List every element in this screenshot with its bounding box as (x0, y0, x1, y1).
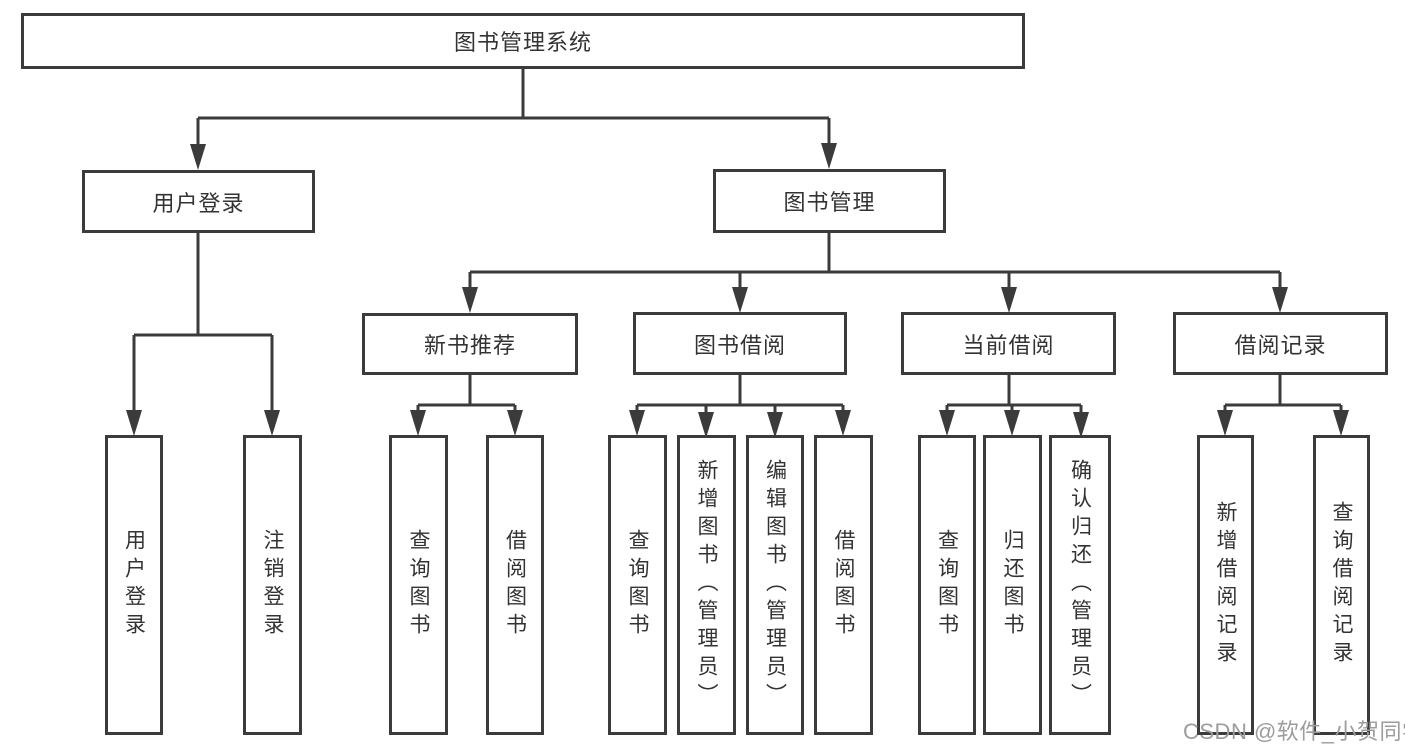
leaf-records-query-borrow-record: 查询借阅记录 (1313, 435, 1370, 735)
leaf-current-return-books: 归还图书 (983, 435, 1042, 735)
node-library-management-system: 图书管理系统 (21, 13, 1025, 69)
node-borrowing-records: 借阅记录 (1173, 312, 1388, 375)
leaf-current-query-books: 查询图书 (918, 435, 976, 735)
leaf-borrowing-edit-books-admin: 编辑图书（管理员） (746, 435, 804, 735)
node-new-book-recommendation: 新书推荐 (362, 313, 578, 375)
node-book-borrowing: 图书借阅 (633, 312, 847, 375)
node-book-management-branch: 图书管理 (713, 169, 946, 233)
csdn-watermark: CSDN @软件_小贺同学 (1183, 719, 1405, 744)
arrowheads (126, 143, 1349, 438)
leaf-user-login: 用户登录 (105, 435, 163, 735)
leaf-borrowing-borrow-books: 借阅图书 (814, 435, 873, 735)
leaf-newrec-query-books: 查询图书 (389, 435, 448, 735)
leaf-borrowing-add-books-admin: 新增图书（管理员） (677, 435, 736, 735)
leaf-logout: 注销登录 (243, 435, 302, 735)
node-current-borrowing: 当前借阅 (901, 312, 1116, 375)
leaf-borrowing-query-books: 查询图书 (608, 435, 667, 735)
leaf-current-confirm-return-admin: 确认归还（管理员） (1049, 435, 1111, 735)
leaf-newrec-borrow-books: 借阅图书 (486, 435, 544, 735)
node-user-login-branch: 用户登录 (82, 170, 315, 233)
leaf-records-add-borrow-record: 新增借阅记录 (1197, 435, 1254, 735)
